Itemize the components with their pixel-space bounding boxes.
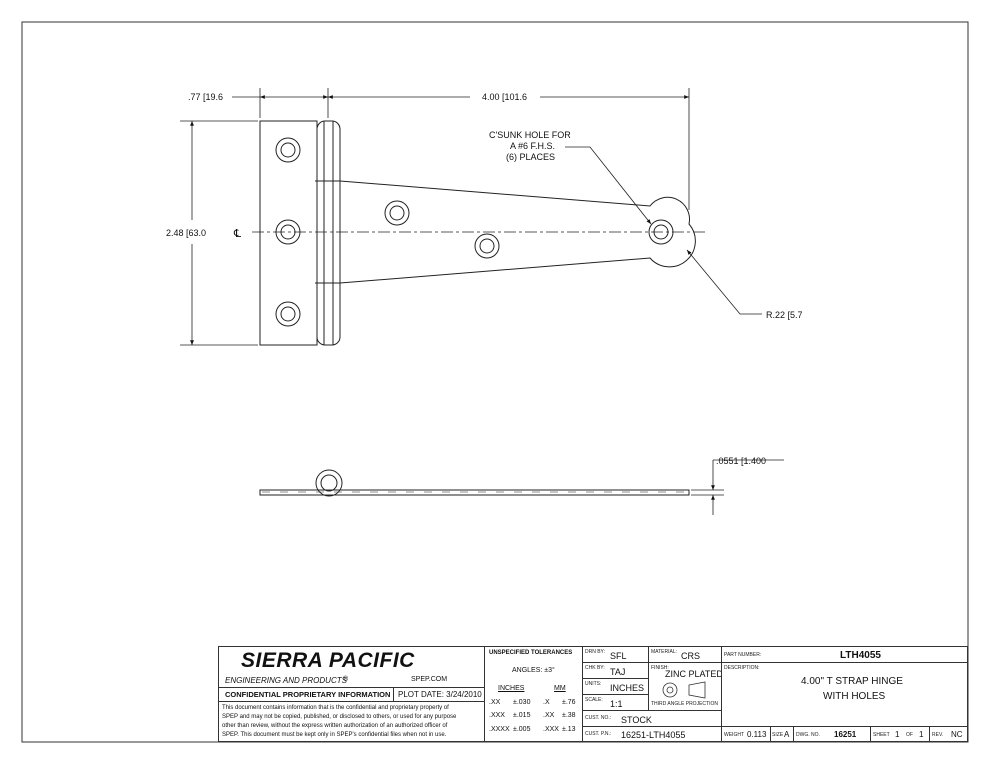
chk-by-cell: CHK BY: TAJ	[582, 662, 649, 679]
sheet-label: SHEET	[873, 732, 890, 738]
callout-hole-line1: C'SUNK HOLE FOR	[489, 130, 571, 140]
tolerances-angles: ANGLES: ±3°	[512, 667, 555, 674]
plot-date-cell: PLOT DATE: 3/24/2010	[393, 687, 485, 702]
website: SPEP.COM	[411, 676, 448, 683]
scale-cell: SCALE: 1:1	[582, 694, 649, 711]
dimensions-front	[180, 88, 762, 346]
tolerances-title: UNSPECIFIED TOLERANCES	[489, 650, 573, 656]
scale: 1:1	[610, 699, 623, 709]
sheet-number: 1	[895, 730, 900, 739]
centerline-symbol: ℄	[233, 228, 241, 240]
cust-no: STOCK	[621, 715, 652, 725]
cust-pn-label: CUST. P.N.:	[585, 731, 612, 737]
third-angle-projection-icon	[662, 681, 706, 699]
callout-hole-line3: (6) PLACES	[506, 152, 555, 162]
part-number-label: PART NUMBER:	[724, 652, 762, 658]
cust-pn: 16251-LTH4055	[621, 730, 686, 740]
tol-row-in-val: ±.005	[513, 726, 531, 733]
dimensions-side	[691, 459, 784, 515]
registered-mark: ®	[343, 676, 349, 683]
dim-thickness: .0551 [1.400	[716, 456, 766, 466]
rev-label: REV.	[932, 732, 944, 738]
tol-row-in-key: .XX	[489, 699, 501, 706]
weight-label: WEIGHT	[724, 732, 744, 738]
confidential-line: SPEP and may not be copied, published, o…	[222, 714, 457, 720]
dim-length: 4.00 [101.6	[482, 92, 527, 102]
confidential-line: other than review, without the express w…	[222, 723, 448, 729]
hinge-front-view	[252, 120, 705, 346]
tol-row-mm-key: .XX	[543, 712, 555, 719]
description-line1: 4.00" T STRAP HINGE	[801, 676, 903, 687]
company-name: SIERRA PACIFIC	[241, 649, 415, 672]
material-label: MATERIAL:	[651, 649, 678, 655]
sheet-cell: SHEET 1 OF 1	[870, 726, 930, 742]
description-label: DESCRIPTION:	[724, 665, 760, 671]
drn-by-cell: DRN BY: SFL	[582, 646, 649, 663]
title-block: SIERRA PACIFIC ENGINEERING AND PRODUCTS …	[218, 646, 968, 742]
chk-by-label: CHK BY:	[585, 665, 605, 671]
material-cell: MATERIAL: CRS	[648, 646, 722, 663]
tol-row-in-val: ±.030	[513, 699, 531, 706]
company-sub: ENGINEERING AND PRODUCTS	[225, 676, 347, 685]
drn-by: SFL	[610, 651, 627, 661]
size: A	[784, 730, 790, 739]
confidential-title: CONFIDENTIAL PROPRIETARY INFORMATION	[225, 690, 391, 699]
confidential-text-cell: This document contains information that …	[218, 701, 485, 742]
tol-row-in-key: .XXXX	[489, 726, 510, 733]
dwg-no-label: DWG. NO.	[796, 732, 820, 738]
tol-row-mm-key: .X	[543, 699, 550, 706]
drn-by-label: DRN BY:	[585, 649, 606, 655]
dwg-no-cell: DWG. NO. 16251	[793, 726, 871, 742]
finish-cell: FINISH: ZINC PLATED THIRD ANGLE PROJECTI…	[648, 662, 722, 711]
finish: ZINC PLATED	[665, 669, 722, 679]
company-cell: SIERRA PACIFIC ENGINEERING AND PRODUCTS …	[218, 646, 485, 688]
sheet-border	[21, 21, 969, 743]
confidential-line: This document contains information that …	[222, 705, 449, 711]
callout-radius: R.22 [5.7	[766, 310, 803, 320]
cust-pn-cell: CUST. P.N.: 16251-LTH4055	[582, 726, 722, 742]
tol-row-mm-key: .XXX	[543, 726, 559, 733]
dim-height: 2.48 [63.0	[166, 228, 206, 238]
of-label: OF	[906, 732, 913, 738]
dim-left-width: .77 [19.6	[188, 92, 223, 102]
confidential-line: SPEP. This document must be kept only in…	[222, 732, 447, 738]
sheet-total: 1	[919, 730, 924, 739]
material: CRS	[681, 651, 701, 661]
tol-row-mm-val: ±.76	[562, 699, 576, 706]
units-cell: UNITS: INCHES	[582, 678, 649, 695]
confidential-header: CONFIDENTIAL PROPRIETARY INFORMATION	[218, 687, 394, 702]
size-cell: SIZE A	[770, 726, 794, 742]
tolerances-cell: UNSPECIFIED TOLERANCES ANGLES: ±3° INCHE…	[484, 646, 583, 742]
dwg-no: 16251	[834, 730, 857, 739]
part-number-cell: PART NUMBER: LTH4055	[721, 646, 968, 663]
finish-label: FINISH:	[651, 665, 669, 671]
units-label: UNITS:	[585, 681, 602, 687]
hinge-side-view	[259, 469, 690, 497]
chk-by: TAJ	[610, 667, 626, 677]
mm-header: MM	[554, 685, 566, 692]
tol-row-mm-val: ±.13	[562, 726, 576, 733]
units: INCHES	[610, 683, 645, 693]
part-number: LTH4055	[840, 650, 881, 661]
plot-date: PLOT DATE: 3/24/2010	[398, 690, 482, 699]
tol-row-mm-val: ±.38	[562, 712, 576, 719]
weight-cell: WEIGHT 0.113	[721, 726, 771, 742]
tol-row-in-key: .XXX	[489, 712, 505, 719]
cust-no-cell: CUST. NO.: STOCK	[582, 710, 722, 727]
callout-hole-line2: A #6 F.H.S.	[510, 141, 555, 151]
cust-no-label: CUST. NO.:	[585, 715, 612, 721]
weight: 0.113	[747, 730, 767, 739]
projection-label: THIRD ANGLE PROJECTION	[651, 701, 718, 707]
size-label: SIZE	[772, 732, 784, 738]
description-line2: WITH HOLES	[823, 691, 886, 702]
rev: NC	[951, 730, 963, 739]
scale-label: SCALE:	[585, 697, 603, 703]
inches-header: INCHES	[498, 685, 525, 692]
rev-cell: REV. NC	[929, 726, 968, 742]
description-cell: DESCRIPTION: 4.00" T STRAP HINGE WITH HO…	[721, 662, 968, 727]
tol-row-in-val: ±.015	[513, 712, 531, 719]
